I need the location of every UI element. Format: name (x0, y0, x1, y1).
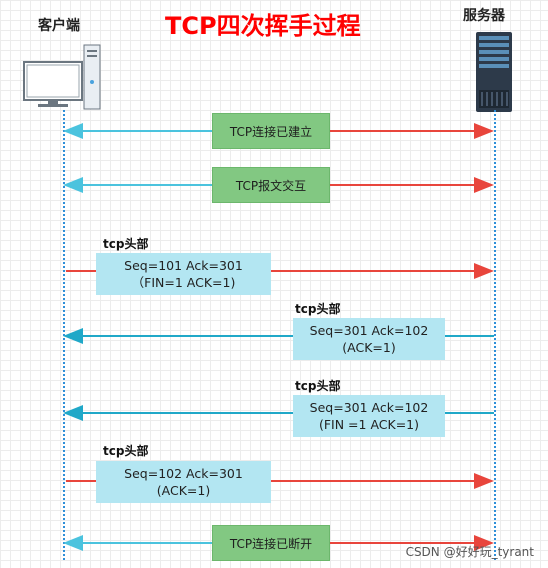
segment-seq-ack: Seq=102 Ack=301 (124, 466, 243, 481)
segment-flags: （FIN=1 ACK=1) (131, 275, 236, 290)
closed-box: TCP连接已断开 (212, 525, 330, 561)
desktop-computer-icon (22, 42, 102, 112)
segment-flags: (FIN =1 ACK=1) (318, 417, 420, 432)
segment-box-ack-client: Seq=102 Ack=301 (ACK=1) (96, 461, 271, 503)
segment-seq-ack: Seq=101 Ack=301 (124, 258, 243, 273)
segment-flags: (ACK=1) (342, 340, 396, 355)
segment-header: tcp头部 (103, 444, 149, 458)
segment-header: tcp头部 (103, 237, 149, 251)
segment-box-fin-client: Seq=101 Ack=301 （FIN=1 ACK=1) (96, 253, 271, 295)
segment-seq-ack: Seq=301 Ack=102 (309, 323, 429, 338)
diagram-title: TCP四次挥手过程 (165, 12, 361, 40)
server-lifeline (494, 110, 496, 560)
segment-box-ack-server: Seq=301 Ack=102 (ACK=1) (293, 318, 445, 360)
exchange-box: TCP报文交互 (212, 167, 330, 203)
server-tower-icon (476, 32, 512, 112)
segment-seq-ack: Seq=301 Ack=102 (309, 400, 429, 415)
segment-header: tcp头部 (295, 379, 341, 393)
watermark: CSDN @好好玩_tyrant (405, 545, 534, 559)
established-box: TCP连接已建立 (212, 113, 330, 149)
segment-box-fin-server: Seq=301 Ack=102 (FIN =1 ACK=1) (293, 395, 445, 437)
segment-header: tcp头部 (295, 302, 341, 316)
server-label: 服务器 (463, 8, 505, 24)
segment-flags: (ACK=1) (156, 483, 211, 498)
client-label: 客户端 (38, 18, 80, 34)
